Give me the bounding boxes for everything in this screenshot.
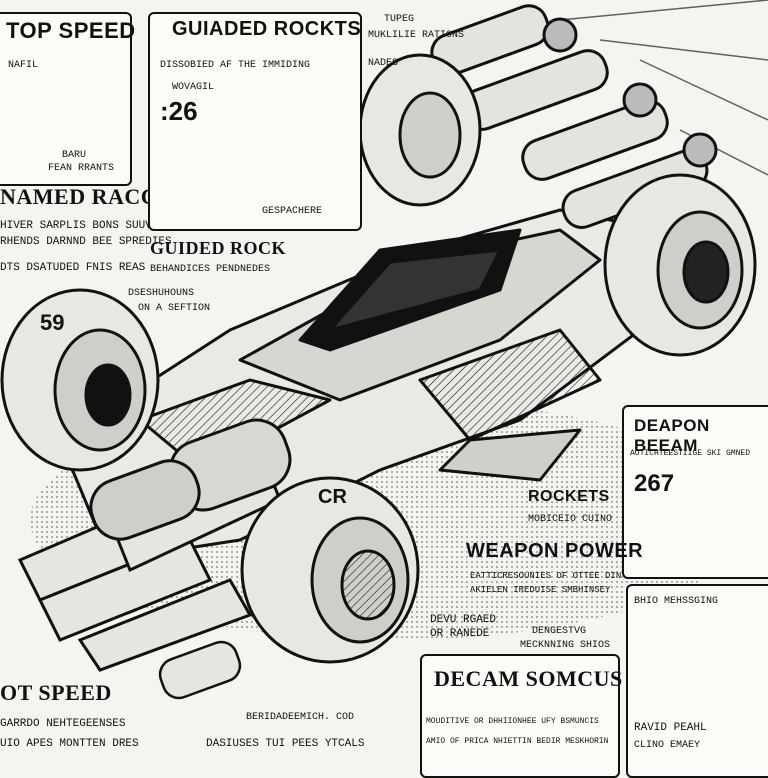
guided-rock-title: GUIDED ROCK — [150, 238, 287, 258]
named-line-1: HIVER SARPLIS BONS SUUVE — [0, 220, 159, 232]
ravid-label: RAVID PEAHL — [634, 722, 707, 734]
tupeg-label: TUPEG — [384, 14, 415, 25]
ot-line-2: UIO APES MONTTEN DRES — [0, 738, 139, 750]
wheel-number-front: CR — [318, 486, 347, 508]
shell-illustration-bottom — [158, 640, 242, 700]
deshuhouns-label: DSESHUHOUNS — [128, 288, 195, 299]
devu-label: DEVU RGAED — [430, 614, 497, 626]
panel-bhio — [626, 584, 768, 778]
guided-rock-sub: BEHANDICES PENDNEDES — [150, 264, 271, 275]
top-speed-title: TOP SPEED — [6, 18, 136, 43]
bhio-label: BHIO MEHSSGING — [634, 596, 719, 607]
panel-top-speed — [0, 12, 132, 186]
panel-deapon-beam — [622, 405, 768, 579]
muklilie-label: MUKLILIE RATIONS — [368, 30, 465, 41]
wheel-front — [240, 476, 420, 664]
rear-engines — [430, 4, 718, 229]
wheel-number-left: 59 — [40, 310, 65, 335]
panel-guided-rockets — [148, 12, 362, 231]
wheel-right-rear — [603, 173, 757, 357]
ranede-label: OR RANEDE — [430, 628, 490, 640]
weapon-line-2: AKIELEN IREDUISE SMBHINSEY — [470, 585, 611, 595]
wovagil-label: WOVAGIL — [172, 82, 215, 93]
value-267: 267 — [634, 470, 675, 497]
named-line-3: DTS DSATUDED FNIS REAS — [0, 262, 146, 274]
berida-label: BERIDADEEMICH. COD — [246, 712, 355, 723]
decam-line-1: MOUDITIVE OR DHHIIONHEE UFY BSMUNCIS — [426, 717, 599, 726]
gespachere-label: GESPACHERE — [262, 206, 323, 217]
front-barrels — [17, 418, 292, 672]
ot-line-1: GARRDO NEHTEGEENSES — [0, 718, 126, 730]
weapon-power-title: WEAPON POWER — [466, 540, 644, 562]
weapon-line-1: EATTICRESOUNIES OF OTTEE DIN — [470, 571, 622, 581]
named-line-2: RHENDS DARNND BEE SPREDIES — [0, 236, 172, 248]
wheel-left — [0, 288, 160, 472]
baru-label: BARU — [62, 150, 87, 161]
rockets-sub: MOBICEIO CUINO — [528, 514, 613, 525]
meckning-label: MECKNNING SHIOS — [520, 640, 611, 651]
pod-top — [358, 53, 482, 207]
decam-title: DECAM SOMCUS — [434, 666, 623, 691]
ot-speed-title: OT SPEED — [0, 680, 112, 705]
rockets-title: ROCKETS — [528, 488, 610, 505]
value-26: :26 — [160, 96, 198, 126]
dengestvg-label: DENGESTVG — [532, 626, 587, 637]
deapon-beam-title: DEAPON BEEAM — [634, 416, 710, 455]
decam-line-2: AMIO OF PRICA NHIETTIN BEDIR MESKHORIN — [426, 737, 609, 746]
dasiuses-label: DASIUSES TUI PEES YTCALS — [206, 738, 365, 750]
guided-rockets-title: GUIADED ROCKTS — [172, 18, 362, 40]
guided-rockets-sub: DISSOBIED AF THE IMMIDING — [160, 60, 311, 71]
clino-label: CLINO EMAEY — [634, 740, 701, 751]
section-label: ON A SEFTION — [138, 303, 211, 314]
nades-label: NADES — [368, 58, 399, 69]
fean-label: FEAN RRANTS — [48, 163, 115, 174]
top-speed-sub: NAFIL — [8, 60, 39, 71]
deapon-sub: AOTICHTEESTIIGE SKI GMNED — [630, 449, 751, 458]
